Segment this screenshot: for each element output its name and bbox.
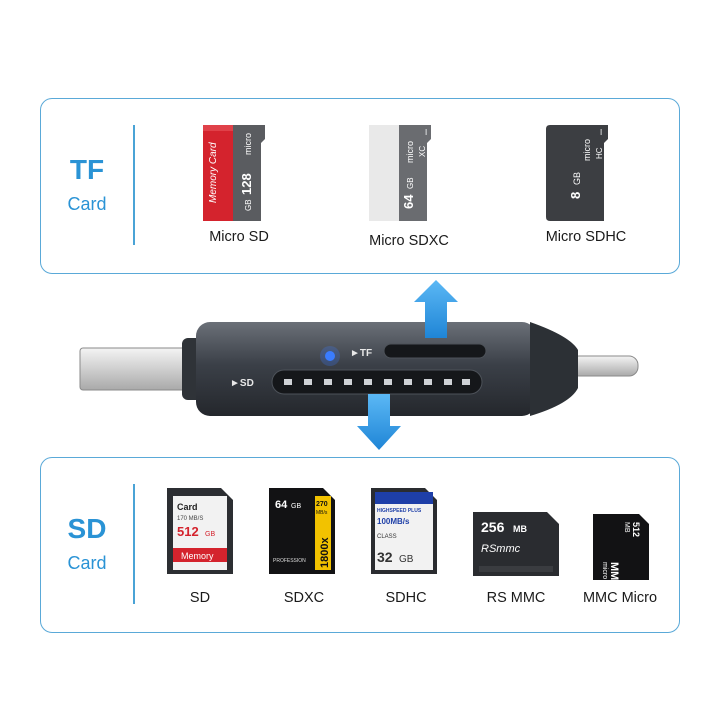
micro-sd-card-image: Memory Card 128 GB micro — [203, 125, 265, 221]
sd-slot-label: ►SD — [230, 378, 254, 389]
sdxc-label: SDXC — [283, 590, 325, 606]
sd-subtitle: Card — [67, 553, 107, 573]
micro-sdhc-mark: HC — [595, 147, 604, 159]
sd-spec: 170 MB/S — [177, 516, 203, 522]
sd-unit: GB — [205, 531, 215, 538]
tf-card-micro-sdhc: 8 GB micro HC I Micro SDHC — [546, 123, 626, 245]
tf-card-micro-sd: Memory Card 128 GB micro Micro SD — [199, 123, 279, 245]
sd-panel-title: SD Card — [41, 514, 133, 576]
sdxc-unit: GB — [291, 503, 301, 510]
mmc-micro-label: MMC Micro — [582, 590, 658, 606]
sd-label: SD — [189, 590, 211, 606]
rs-mmc-label: RS MMC — [486, 590, 546, 606]
sdxc-speed-big: 1800x — [319, 537, 331, 568]
micro-sdhc-label: Micro SDHC — [545, 229, 627, 245]
sdxc-brand-text: PROFESSION — [273, 558, 306, 564]
micro-sdxc-speed: I — [425, 128, 427, 137]
rs-mmc-capacity: 256 — [481, 519, 505, 535]
micro-sd-label: Micro SD — [209, 229, 269, 245]
tf-subtitle: Card — [67, 194, 107, 214]
micro-sd-face-text: Memory Card — [208, 142, 219, 203]
sd-card-sdxc: 64 GB 270 MB/s 1800x PROFESSION SDXC — [269, 488, 339, 618]
mmc-micro-card-image: MMC micro 512 MB — [593, 514, 649, 580]
micro-sdxc-capacity: 64 — [401, 194, 416, 209]
down-arrow-icon — [357, 394, 401, 450]
micro-sdhc-speed: I — [600, 128, 602, 137]
sdhc-header-text: HIGHSPEED PLUS — [377, 508, 422, 514]
sdhc-speed: 100MB/s — [377, 517, 410, 526]
sdxc-speed-unit: MB/s — [316, 510, 328, 516]
mmc-micro-brand: MMC — [608, 562, 620, 580]
card-reader-illustration: ►TF ►SD — [70, 280, 670, 450]
sdhc-card-image: HIGHSPEED PLUS 100MB/s CLASS 32 GB — [371, 488, 437, 574]
up-arrow-icon — [414, 280, 458, 338]
tf-card-panel: TF Card Memory Card 128 GB micro Micro S… — [40, 98, 680, 274]
sd-title: SD — [67, 513, 107, 544]
card-reader-image: ►TF ►SD — [79, 280, 639, 450]
tf-card-micro-sdxc: 64 GB micro XC I Micro SDXC — [369, 123, 449, 249]
micro-sdxc-label: Micro SDXC — [369, 233, 449, 249]
tf-slot-label: ►TF — [350, 348, 372, 359]
tf-title: TF — [69, 154, 105, 185]
sdhc-unit: GB — [399, 554, 414, 565]
micro-sdhc-capacity: 8 — [568, 192, 583, 199]
sd-card-sd: Card 170 MB/S 512 GB Memory SD — [165, 488, 235, 618]
micro-sdxc-unit: GB — [406, 177, 415, 189]
sd-band-text: Memory — [181, 551, 214, 561]
sd-capacity: 512 — [177, 524, 199, 539]
sd-card-sdhc: HIGHSPEED PLUS 100MB/s CLASS 32 GB SDHC — [371, 488, 441, 618]
sd-card-mmc-micro: MMC micro 512 MB MMC Micro — [583, 488, 657, 618]
micro-sd-unit: GB — [244, 199, 253, 211]
sdxc-card-image: 64 GB 270 MB/s 1800x PROFESSION — [269, 488, 335, 574]
sd-card-panel: SD Card Card 170 MB/S 512 GB Memory SD 6… — [40, 457, 680, 633]
micro-sd-brand: micro — [243, 133, 253, 155]
mmc-micro-unit: MB — [623, 522, 630, 533]
micro-sdxc-card-image: 64 GB micro XC I — [369, 125, 431, 221]
sdxc-capacity: 64 — [275, 499, 288, 511]
micro-sdxc-mark: XC — [418, 146, 427, 157]
tf-panel-title: TF Card — [41, 155, 133, 217]
sd-top-text: Card — [177, 502, 198, 512]
sdhc-label: SDHC — [385, 590, 427, 606]
tf-divider — [133, 125, 135, 245]
sdxc-speed-badge: 270 — [316, 501, 328, 508]
mmc-micro-brand-sub: micro — [601, 562, 608, 579]
rs-mmc-card-image: 256 MB RSmmc — [473, 512, 559, 576]
sdhc-capacity: 32 — [377, 549, 393, 565]
sd-card-image: Card 170 MB/S 512 GB Memory — [167, 488, 233, 574]
micro-sdhc-unit: GB — [572, 172, 582, 185]
sd-card-rs-mmc: 256 MB RSmmc RS MMC — [471, 488, 561, 618]
mmc-micro-capacity: 512 — [631, 522, 641, 537]
sd-divider — [133, 484, 135, 604]
micro-sdxc-brand: micro — [405, 141, 415, 163]
micro-sd-capacity: 128 — [239, 173, 254, 195]
rs-mmc-brand: RSmmc — [481, 543, 521, 555]
micro-sdhc-brand: micro — [582, 139, 592, 161]
sdhc-class: CLASS — [377, 534, 397, 540]
micro-sdhc-card-image: 8 GB micro HC I — [546, 125, 608, 221]
rs-mmc-unit: MB — [513, 524, 527, 534]
